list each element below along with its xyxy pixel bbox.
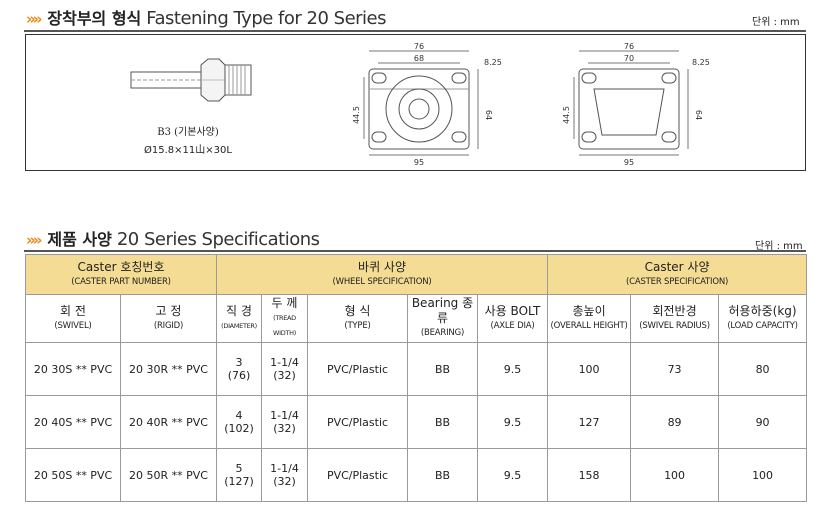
section1-title-en: Fastening Type for 20 Series xyxy=(146,8,387,29)
cell-radius: 89 xyxy=(630,395,720,449)
col-header-swivel: 회 전(SWIVEL) xyxy=(25,294,121,343)
plate1-t: 8.25 xyxy=(484,58,502,67)
table-row: 20 40S ** PVC 20 40R ** PVC 4(102) 1-1/4… xyxy=(25,395,808,449)
col-header-tread-width: 두 께(TREAD WIDTH) xyxy=(261,294,308,343)
plate2-h1: 44.5 xyxy=(562,106,571,124)
col-header-rigid: 고 정(RIGID) xyxy=(120,294,217,343)
spec-table: Caster 호칭번호(CASTER PART NUMBER) 바퀴 사양(WH… xyxy=(25,254,808,502)
plate1-w2: 68 xyxy=(414,54,424,63)
cell-height: 100 xyxy=(547,342,632,396)
section2-title-kr: 제품 사양 xyxy=(47,230,112,249)
section2-title-en: 20 Series Specifications xyxy=(116,229,320,250)
plate2-w3: 95 xyxy=(624,158,634,167)
table-group-header-row: Caster 호칭번호(CASTER PART NUMBER) 바퀴 사양(WH… xyxy=(25,254,808,295)
cell-bearing: BB xyxy=(407,448,478,502)
table-column-header-row: 회 전(SWIVEL) 고 정(RIGID) 직 경(DIAMETER) 두 께… xyxy=(25,294,808,343)
section2-rule xyxy=(24,250,806,252)
cell-load: 100 xyxy=(718,448,808,502)
cell-diameter: 3(76) xyxy=(216,342,262,396)
table-row: 20 30S ** PVC 20 30R ** PVC 3(76) 1-1/4(… xyxy=(25,342,808,396)
bolt-label: B3 (기본사양) xyxy=(157,126,219,138)
table-row: 20 50S ** PVC 20 50R ** PVC 5(127) 1-1/4… xyxy=(25,448,808,502)
plate2-w1: 76 xyxy=(624,42,634,51)
cell-type: PVC/Plastic xyxy=(307,342,408,396)
cell-type: PVC/Plastic xyxy=(307,448,408,502)
cell-tread-width: 1-1/4(32) xyxy=(261,448,308,502)
plate1-h1: 44.5 xyxy=(352,106,361,124)
plate1-h2: 64 xyxy=(484,110,493,120)
cell-type: PVC/Plastic xyxy=(307,395,408,449)
col-header-load-capacity: 허용하중(kg)(LOAD CAPACITY) xyxy=(718,294,808,343)
cell-rigid: 20 50R ** PVC xyxy=(120,448,217,502)
cell-bearing: BB xyxy=(407,342,478,396)
group-header-caster-spec: Caster 사양(CASTER SPECIFICATION) xyxy=(547,254,808,295)
plate1-w1: 76 xyxy=(414,42,424,51)
col-header-swivel-radius: 회전반경(SWIVEL RADIUS) xyxy=(630,294,720,343)
section1-header: »» 장착부의 형식 Fastening Type for 20 Series xyxy=(26,5,387,31)
group-header-caster-part: Caster 호칭번호(CASTER PART NUMBER) xyxy=(25,254,217,295)
cell-load: 90 xyxy=(718,395,808,449)
section2-unit: 단위 : mm xyxy=(755,241,803,252)
col-header-diameter: 직 경(DIAMETER) xyxy=(216,294,262,343)
plate2-h2: 64 xyxy=(694,110,703,120)
cell-axle: 9.5 xyxy=(476,448,549,502)
cell-height: 127 xyxy=(547,395,632,449)
col-header-axle-dia: 사용 BOLT(AXLE DIA) xyxy=(476,294,549,343)
cell-axle: 9.5 xyxy=(476,342,549,396)
plate1-w3: 95 xyxy=(414,158,424,167)
col-header-type: 형 식(TYPE) xyxy=(307,294,408,343)
cell-radius: 100 xyxy=(630,448,720,502)
cell-radius: 73 xyxy=(630,342,720,396)
plate2-t: 8.25 xyxy=(692,58,710,67)
section1-title-kr: 장착부의 형식 xyxy=(47,9,142,28)
chevron-right-icon: »» xyxy=(26,10,42,28)
cell-bearing: BB xyxy=(407,395,478,449)
rigid-plate-drawing xyxy=(573,50,689,156)
swivel-plate-drawing xyxy=(363,50,479,156)
section1-rule xyxy=(24,30,806,32)
cell-swivel: 20 50S ** PVC xyxy=(25,448,121,502)
cell-rigid: 20 40R ** PVC xyxy=(120,395,217,449)
cell-tread-width: 1-1/4(32) xyxy=(261,342,308,396)
cell-load: 80 xyxy=(718,342,808,396)
fastening-diagram: B3 (기본사양) Ø15.8×11山×30L 76 68 8.25 44.5 … xyxy=(130,42,710,167)
cell-height: 158 xyxy=(547,448,632,502)
section2-header: »» 제품 사양 20 Series Specifications xyxy=(26,226,320,252)
group-header-wheel-spec: 바퀴 사양(WHEEL SPECIFICATION) xyxy=(215,254,549,295)
cell-tread-width: 1-1/4(32) xyxy=(261,395,308,449)
cell-rigid: 20 30R ** PVC xyxy=(120,342,217,396)
bolt-spec: Ø15.8×11山×30L xyxy=(144,144,232,156)
cell-swivel: 20 30S ** PVC xyxy=(25,342,121,396)
chevron-right-icon: »» xyxy=(26,231,42,249)
col-header-bearing: Bearing 종류(BEARING) xyxy=(407,294,478,343)
cell-diameter: 4(102) xyxy=(216,395,262,449)
cell-swivel: 20 40S ** PVC xyxy=(25,395,121,449)
cell-axle: 9.5 xyxy=(476,395,549,449)
section1-unit: 단위 : mm xyxy=(752,17,800,28)
fastening-diagram-box: B3 (기본사양) Ø15.8×11山×30L 76 68 8.25 44.5 … xyxy=(25,34,806,171)
plate2-w2: 70 xyxy=(624,54,634,63)
col-header-overall-height: 총높이(OVERALL HEIGHT) xyxy=(547,294,632,343)
cell-diameter: 5(127) xyxy=(216,448,262,502)
bolt-drawing xyxy=(130,58,252,102)
